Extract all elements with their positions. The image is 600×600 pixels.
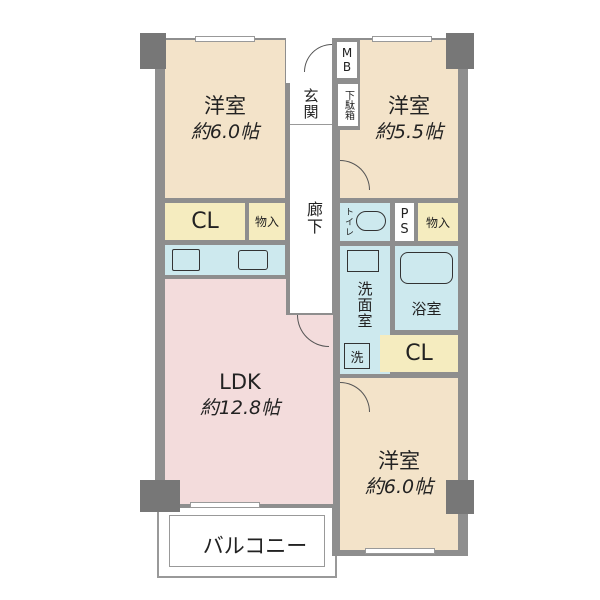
room-name: 洋室 [378,449,420,473]
column [140,480,180,512]
room-western-nw: 洋室 約6.0帖 [165,40,285,198]
room-name: 洋室 [388,94,430,118]
room-size: 約5.5帖 [374,121,444,143]
pipe-space: PS [395,203,414,241]
storage-left: 物入 [249,203,285,240]
hallway-label: 廊下 [304,201,323,235]
shoe-box: 下駄箱 [338,84,358,126]
entrance: 玄関 [290,83,332,125]
washer: 洗 [344,343,370,369]
room-size: 約6.0帖 [190,121,260,143]
column [140,33,166,69]
meter-box: MB [337,42,357,78]
column [446,480,474,514]
closet-left: CL [165,203,245,240]
storage-right: 物入 [418,203,458,241]
balcony-label: バルコニー [202,533,308,558]
bathtub-icon [400,252,453,284]
toilet: トイレ [340,203,390,241]
room-size: 約12.8帖 [199,397,281,419]
window [365,548,435,554]
toilet-icon [356,211,386,231]
kitchen-counter [165,245,285,275]
bathroom: 浴室 [395,246,458,330]
stove-icon [172,249,200,271]
room-size: 約6.0帖 [364,476,434,498]
sink-icon [238,250,268,270]
window [195,36,255,42]
window [190,502,260,508]
closet-right: CL [380,335,458,372]
balcony: バルコニー [157,505,337,578]
column [446,33,474,69]
room-name: LDK [219,370,261,394]
room-name: 洋室 [204,94,246,118]
basin-icon [347,250,379,272]
washroom: 洗面室 洗 [340,246,390,374]
window [372,36,432,42]
